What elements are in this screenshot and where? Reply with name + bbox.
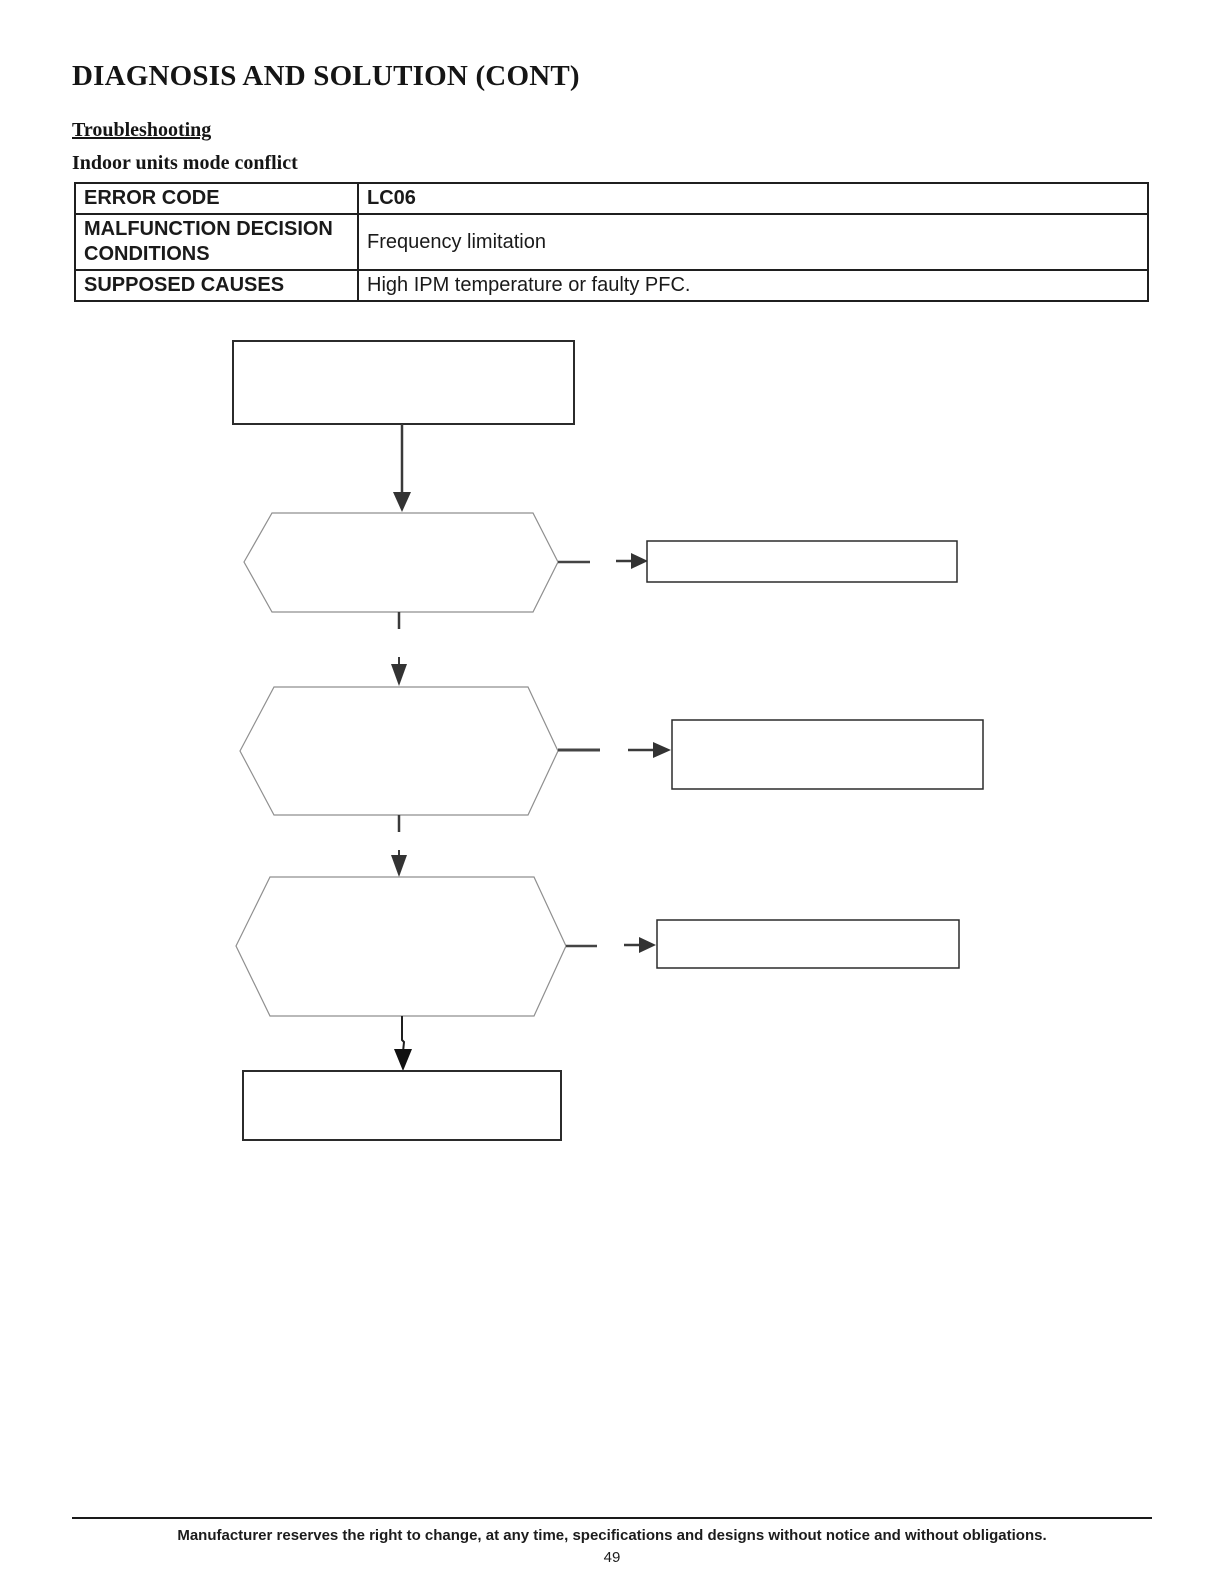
arrow-down-icon <box>391 855 407 877</box>
flowchart-decision-3 <box>235 876 567 1017</box>
arrow-right-icon <box>631 553 648 569</box>
error-info-table: ERROR CODE LC06 MALFUNCTION DECISION CON… <box>74 182 1149 302</box>
error-code-label: ERROR CODE <box>74 182 359 215</box>
arrow-right-icon <box>639 937 656 953</box>
arrow-down-icon <box>393 492 411 512</box>
supposed-causes-value: High IPM temperature or faulty PFC. <box>357 269 1149 302</box>
flowchart-result-box-2 <box>671 719 984 790</box>
arrow-down-icon <box>394 1049 412 1071</box>
page-number: 49 <box>603 1549 621 1566</box>
malfunction-conditions-label: MALFUNCTION DECISION CONDITIONS <box>74 213 359 271</box>
flowchart-end-box <box>242 1070 562 1141</box>
flowchart-decision-1 <box>243 512 559 613</box>
section-heading-troubleshooting: Troubleshooting <box>72 119 212 141</box>
table-row: ERROR CODE LC06 <box>74 182 1149 215</box>
flowchart-decision-2 <box>239 686 559 816</box>
arrow-right-icon <box>653 742 671 758</box>
footer-disclaimer: Manufacturer reserves the right to chang… <box>177 1527 1047 1544</box>
table-row: MALFUNCTION DECISION CONDITIONS Frequenc… <box>74 213 1149 271</box>
flowchart-result-box-1 <box>646 540 958 583</box>
footer-divider <box>72 1517 1152 1519</box>
page-title: DIAGNOSIS AND SOLUTION (CONT) <box>72 60 580 92</box>
flowchart-start-box <box>232 340 575 425</box>
flowchart-result-box-3 <box>656 919 960 969</box>
arrow-down-icon <box>391 664 407 686</box>
subsection-heading: Indoor units mode conflict <box>72 152 298 174</box>
supposed-causes-label: SUPPOSED CAUSES <box>74 269 359 302</box>
table-row: SUPPOSED CAUSES High IPM temperature or … <box>74 269 1149 302</box>
malfunction-conditions-value: Frequency limitation <box>357 213 1149 271</box>
connector-line <box>401 1016 406 1053</box>
error-code-value: LC06 <box>357 182 1149 215</box>
